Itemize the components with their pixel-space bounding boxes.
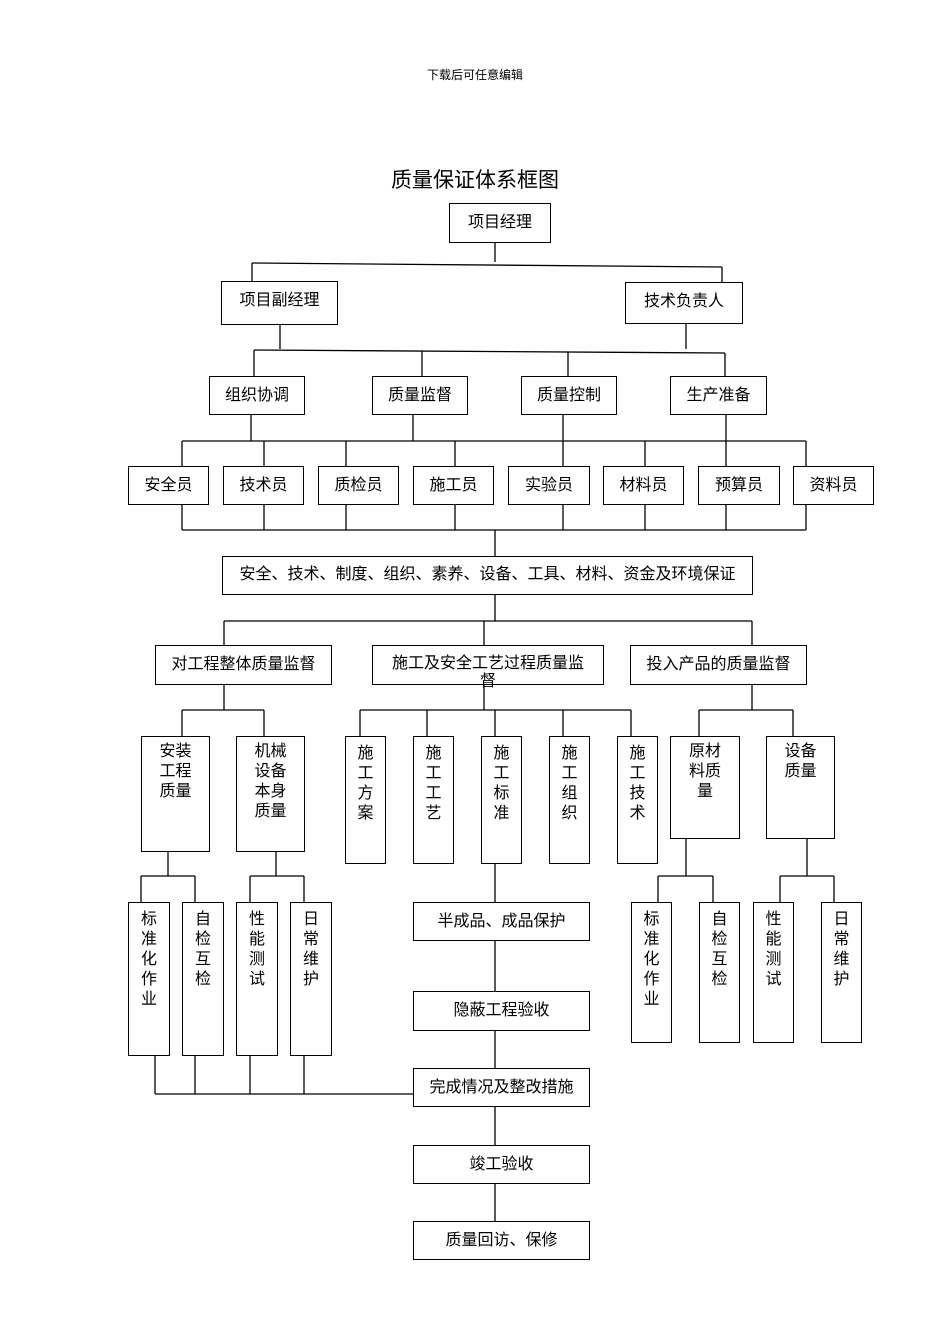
node-quality-control: 质量控制 — [521, 376, 617, 415]
node-safety-officer: 安全员 — [128, 466, 209, 505]
node-construction-craft: 施工工艺 — [413, 736, 454, 864]
node-label: 隐蔽工程验收 — [453, 1000, 550, 1019]
node-overall-supervision: 对工程整体质量监督 — [155, 645, 332, 685]
node-label: 标准化作业 — [140, 909, 157, 1008]
node-daily-maintenance-right: 日常维护 — [821, 902, 862, 1043]
node-process-supervision: 施工及安全工艺过程质量监督 — [372, 645, 604, 690]
node-install-quality: 安装工程质量 — [141, 736, 210, 852]
node-construction-organization: 施工组织 — [549, 736, 590, 864]
node-label: 预算员 — [714, 475, 763, 494]
node-label: 技术负责人 — [643, 291, 724, 310]
node-self-check-left: 自检互检 — [182, 902, 224, 1056]
node-technical-lead: 技术负责人 — [625, 282, 743, 324]
node-label: 质检员 — [334, 475, 383, 494]
node-label: 技术员 — [239, 475, 288, 494]
node-semi-product-protection: 半成品、成品保护 — [413, 902, 590, 941]
node-standardized-work-right: 标准化作业 — [631, 902, 672, 1043]
node-label: 施工工艺 — [425, 743, 442, 822]
node-machine-quality: 机械设备本身质量 — [236, 736, 305, 852]
node-raw-material-quality: 原材料质量 — [670, 736, 740, 839]
node-label: 施工方案 — [357, 743, 374, 822]
node-construction-technique: 施工技术 — [617, 736, 658, 864]
node-guarantee: 安全、技术、制度、组织、素养、设备、工具、材料、资金及环境保证 — [222, 556, 753, 595]
node-label: 设备质量 — [784, 741, 817, 780]
node-self-check-right: 自检互检 — [699, 902, 740, 1043]
node-inspector: 质检员 — [318, 466, 399, 505]
node-label: 安全员 — [144, 475, 193, 494]
page-header: 下载后可任意编辑 — [426, 68, 523, 82]
node-label: 机械设备本身质量 — [254, 741, 287, 820]
node-budget-clerk: 预算员 — [698, 466, 780, 505]
node-construction-standard: 施工标准 — [481, 736, 522, 864]
node-document-clerk: 资料员 — [793, 466, 874, 505]
node-constructor: 施工员 — [413, 466, 494, 505]
node-label: 项目副经理 — [239, 290, 320, 309]
node-construction-plan: 施工方案 — [345, 736, 386, 864]
node-label: 资料员 — [809, 475, 858, 494]
node-deputy-manager: 项目副经理 — [221, 281, 338, 325]
node-rectification: 完成情况及整改措施 — [413, 1068, 590, 1107]
node-label: 施工标准 — [493, 743, 510, 822]
node-label: 质量回访、保修 — [445, 1230, 558, 1249]
node-label: 性能测试 — [765, 909, 782, 988]
node-label: 施工及安全工艺过程质量监督 — [391, 653, 584, 690]
node-label: 质量监督 — [387, 385, 452, 404]
node-label: 项目经理 — [467, 212, 532, 231]
node-label: 安装工程质量 — [159, 741, 192, 800]
node-label: 生产准备 — [686, 385, 751, 404]
node-material-clerk: 材料员 — [603, 466, 684, 505]
node-label: 质量控制 — [536, 385, 601, 404]
node-equipment-quality: 设备质量 — [766, 736, 835, 839]
node-label: 施工技术 — [629, 743, 646, 822]
node-label: 材料员 — [619, 475, 668, 494]
node-quality-revisit: 质量回访、保修 — [413, 1221, 590, 1260]
node-standardized-work-left: 标准化作业 — [128, 902, 170, 1056]
node-project-manager: 项目经理 — [449, 203, 551, 243]
node-label: 安全、技术、制度、组织、素养、设备、工具、材料、资金及环境保证 — [239, 564, 736, 583]
node-label: 组织协调 — [224, 385, 289, 404]
node-label: 投入产品的质量监督 — [646, 654, 791, 673]
node-label: 自检互检 — [711, 909, 728, 988]
node-label: 日常维护 — [302, 909, 319, 988]
node-label: 性能测试 — [248, 909, 265, 988]
diagram-title: 质量保证体系框图 — [391, 168, 559, 192]
node-label: 半成品、成品保护 — [437, 911, 566, 930]
node-label: 对工程整体质量监督 — [171, 654, 316, 673]
node-completion-acceptance: 竣工验收 — [413, 1145, 590, 1184]
node-label: 施工员 — [429, 475, 478, 494]
node-coordination: 组织协调 — [209, 376, 305, 415]
node-quality-supervision: 质量监督 — [372, 376, 468, 415]
node-performance-test-left: 性能测试 — [236, 902, 278, 1056]
node-daily-maintenance-left: 日常维护 — [290, 902, 332, 1056]
node-label: 完成情况及整改措施 — [429, 1077, 574, 1096]
node-label: 原材料质量 — [688, 741, 721, 800]
node-production-prep: 生产准备 — [670, 376, 767, 415]
node-label: 日常维护 — [833, 909, 850, 988]
node-label: 竣工验收 — [469, 1154, 534, 1173]
node-technician: 技术员 — [223, 466, 304, 505]
node-label: 标准化作业 — [643, 909, 660, 1008]
node-lab-technician: 实验员 — [508, 466, 590, 505]
node-label: 施工组织 — [561, 743, 578, 822]
node-concealed-acceptance: 隐蔽工程验收 — [413, 991, 590, 1031]
node-label: 自检互检 — [194, 909, 211, 988]
node-performance-test-right: 性能测试 — [753, 902, 794, 1043]
node-product-supervision: 投入产品的质量监督 — [630, 645, 807, 685]
node-label: 实验员 — [524, 475, 573, 494]
